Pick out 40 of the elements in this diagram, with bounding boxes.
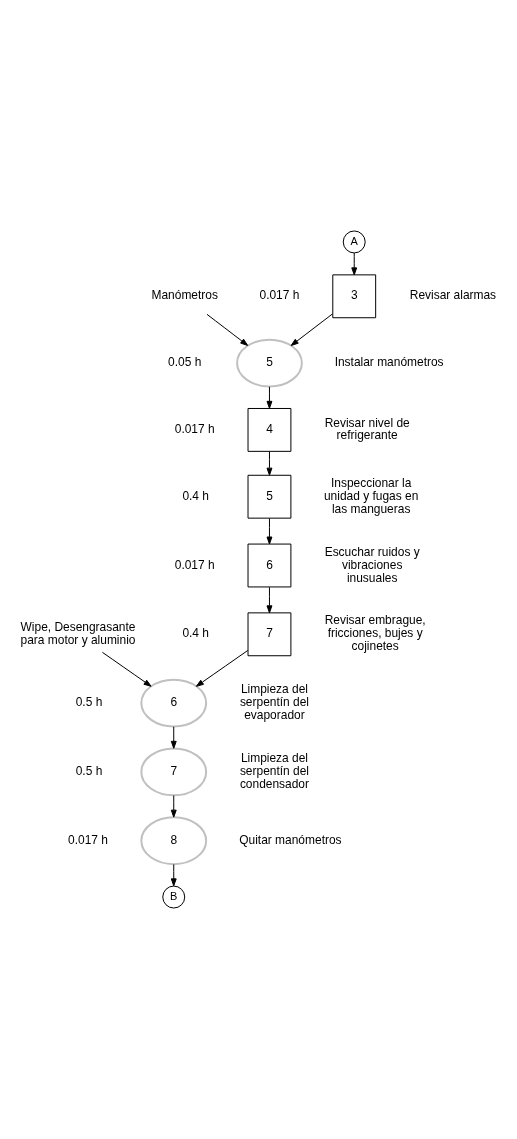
node-label: 0.4 h bbox=[182, 488, 209, 503]
node-label: 0.5 h bbox=[75, 764, 103, 778]
node-box: 4 bbox=[247, 407, 292, 452]
arrow bbox=[206, 313, 249, 346]
arrow bbox=[266, 586, 273, 614]
node-box: 7 bbox=[247, 612, 292, 657]
node-label: Quitar manómetros bbox=[239, 832, 342, 847]
arrow bbox=[170, 863, 177, 887]
node-label: Limpieza del serpentín del evaporador bbox=[239, 682, 310, 723]
arrow bbox=[266, 518, 273, 545]
node-label: Revisar alarmas bbox=[409, 288, 497, 303]
arrow bbox=[170, 726, 177, 749]
node-label: Revisar embrague, fricciones, bujes y cojinetes bbox=[324, 613, 426, 654]
node-text: Wipe, Desengrasante para motor y aluminio bbox=[20, 619, 136, 647]
node-circle: A bbox=[342, 230, 366, 254]
arrow bbox=[195, 649, 249, 687]
node-label: 0.017 h bbox=[174, 422, 215, 436]
node-label: 0.05 h bbox=[168, 355, 202, 370]
node-label: 0.017 h bbox=[259, 288, 300, 303]
node-ellipse: 7 bbox=[140, 747, 208, 797]
node-box: 5 bbox=[247, 474, 292, 519]
node-box: 3 bbox=[332, 274, 377, 319]
arrow bbox=[351, 252, 358, 276]
node-label: 0.4 h bbox=[182, 626, 209, 641]
arrow bbox=[290, 313, 333, 346]
arrow bbox=[266, 386, 273, 409]
arrow bbox=[101, 651, 152, 687]
arrow bbox=[266, 450, 273, 476]
node-label: 0.017 h bbox=[174, 557, 215, 572]
node-label: Escuchar ruidos y vibraciones inusuales bbox=[324, 544, 420, 585]
node-ellipse: 8 bbox=[140, 816, 208, 866]
node-circle: B bbox=[162, 885, 186, 909]
node-label: Revisar nivel de refrigerante bbox=[324, 415, 410, 443]
node-label: Inspeccionar la unidad y fugas en las mangueras bbox=[323, 475, 419, 516]
node-label: Limpieza del serpentín del condensador bbox=[239, 751, 310, 791]
node-label: Instalar manómetros bbox=[334, 355, 444, 370]
node-label: 0.5 h bbox=[75, 695, 103, 710]
node-label: 0.017 h bbox=[68, 832, 108, 847]
node-box: 6 bbox=[247, 543, 292, 588]
node-text: Manómetros bbox=[151, 288, 218, 303]
